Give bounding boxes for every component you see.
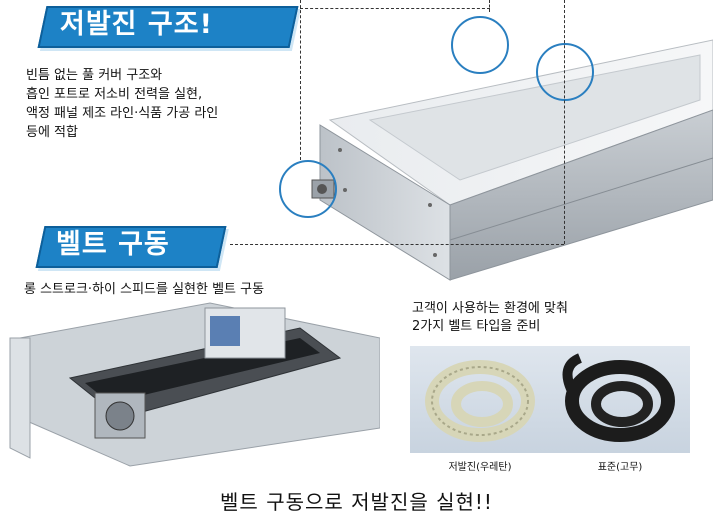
callout-circle [536, 43, 594, 101]
belt-drive-illustration [0, 298, 380, 468]
urethane-belt-coil [425, 360, 535, 442]
section1-title: 저발진 구조! [60, 9, 213, 40]
connector-line [300, 0, 301, 160]
section1-line: 등에 적합 [26, 125, 78, 140]
connector-line [564, 0, 565, 244]
section1-description: 빈틈 없는 풀 커버 구조와 흡인 포트로 저소비 전력을 실현, 액정 패널 … [26, 66, 311, 142]
callout-circle [451, 16, 509, 74]
rubber-belt-photo [550, 346, 690, 453]
urethane-belt-photo [410, 346, 550, 453]
actuator-cover-illustration [311, 39, 713, 281]
footer-tagline: 벨트 구동으로 저발진을 실현!! [220, 490, 493, 514]
belt-types-intro-line: 고객이 사용하는 환경에 맞춰 [412, 301, 568, 316]
section1-line: 액정 패널 제조 라인·식품 가공 라인 [26, 106, 219, 121]
belt-caption-urethane: 저발진(우레탄) [448, 462, 512, 473]
connector-line [230, 244, 564, 245]
section1-line: 빈틈 없는 풀 커버 구조와 [26, 68, 163, 83]
section1-line: 흡인 포트로 저소비 전력을 실현, [26, 87, 203, 102]
belt-types-intro: 고객이 사용하는 환경에 맞춰 2가지 벨트 타입을 준비 [412, 300, 568, 336]
section2-title: 벨트 구동 [56, 229, 170, 260]
callout-circle [279, 160, 337, 218]
belt-types-intro-line: 2가지 벨트 타입을 준비 [412, 319, 541, 334]
belt-caption-rubber: 표준(고무) [597, 462, 643, 473]
connector-line [300, 8, 490, 9]
rubber-belt-coil [562, 353, 675, 442]
section2-subtitle: 롱 스트로크·하이 스피드를 실현한 벨트 구동 [24, 282, 265, 297]
connector-line [489, 0, 490, 12]
